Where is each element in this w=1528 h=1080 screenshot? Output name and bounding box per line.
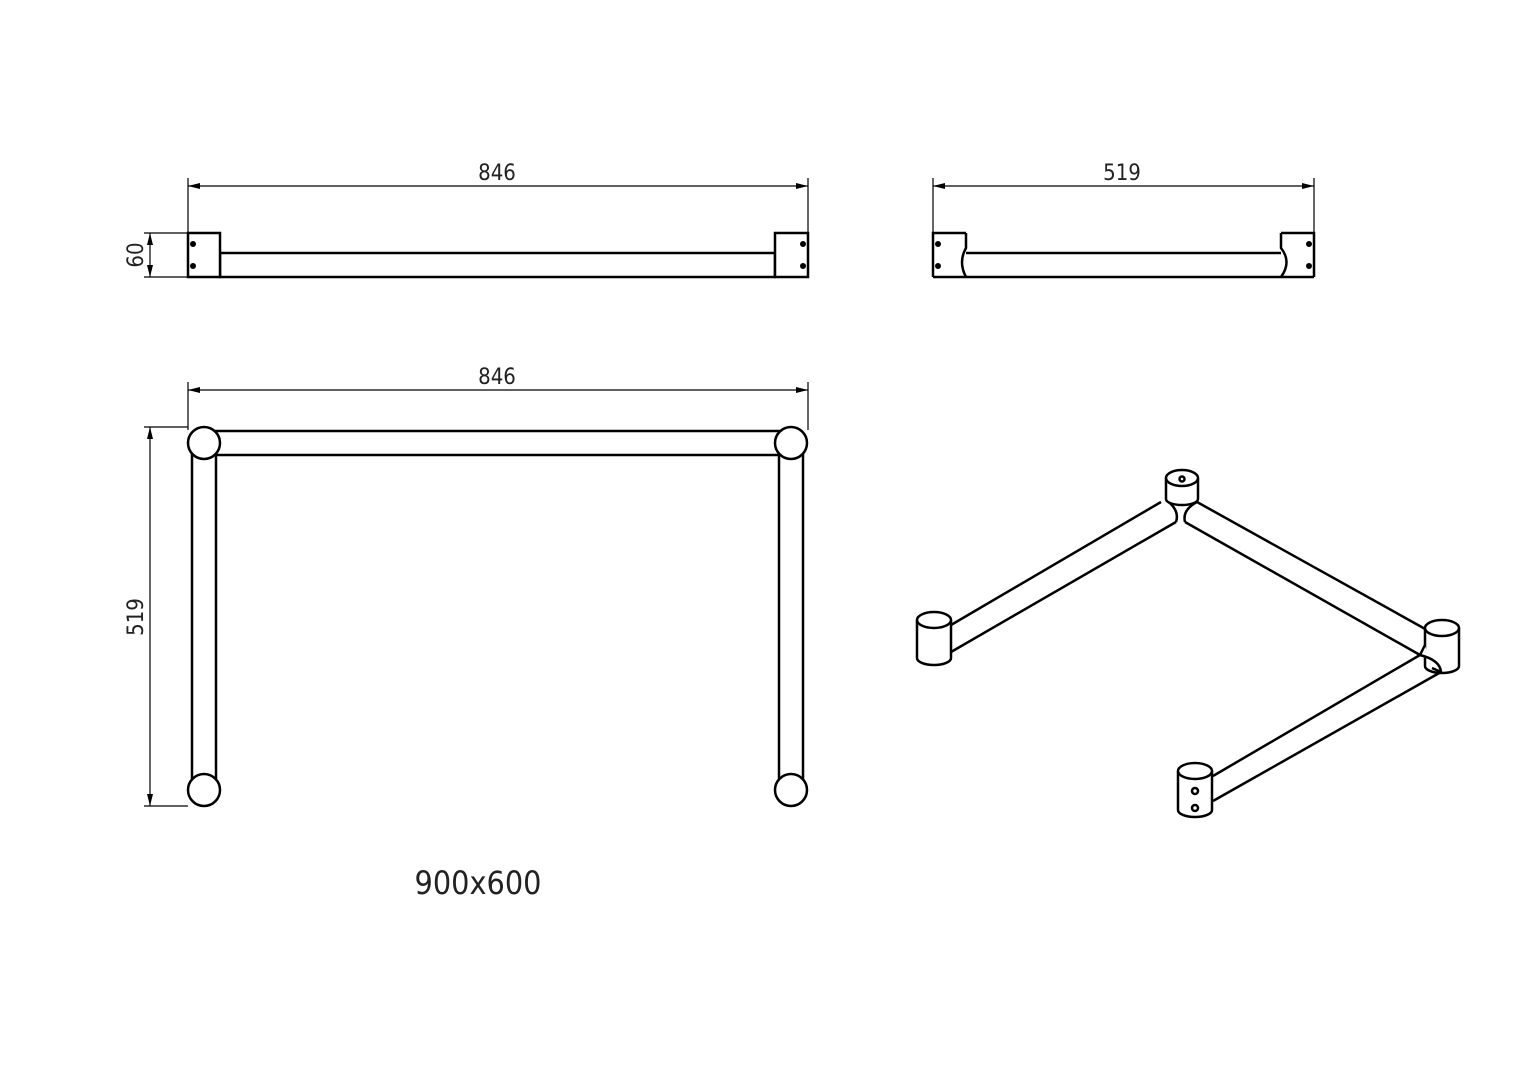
top-view: 846 519 — [124, 365, 809, 808]
left-bracket — [186, 231, 222, 279]
top-horizontal-tube — [202, 429, 793, 457]
side-view: 519 — [931, 161, 1316, 279]
top-width-label: 846 — [478, 365, 516, 390]
front-width-label: 846 — [478, 161, 516, 186]
size-caption: 900x600 — [415, 864, 542, 902]
top-left-tube — [190, 441, 218, 792]
top-depth-label: 519 — [124, 598, 149, 636]
right-bracket — [773, 231, 810, 279]
front-view: 846 60 — [124, 161, 810, 279]
side-width-label: 519 — [1103, 161, 1141, 186]
front-height-label: 60 — [124, 242, 149, 267]
top-right-tube — [777, 441, 805, 792]
front-tube — [218, 251, 777, 279]
isometric-view — [915, 468, 1461, 819]
